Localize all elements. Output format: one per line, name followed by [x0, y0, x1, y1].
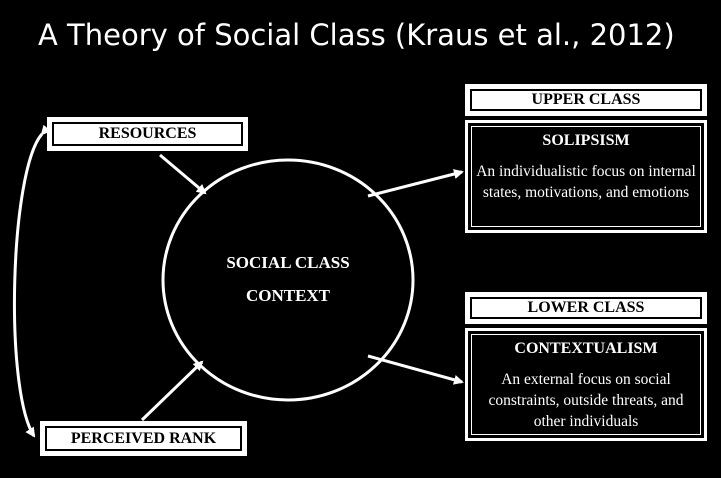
solipsism-heading: SOLIPSISM: [542, 132, 630, 149]
contextualism-box: CONTEXTUALISM An external focus on socia…: [465, 328, 707, 441]
solipsism-description: An individualistic focus on internal sta…: [476, 163, 696, 201]
upper-class-box-frame: [470, 89, 702, 111]
perceived-rank-box: PERCEIVED RANK: [40, 421, 247, 456]
arrow-perceived-rank-to-context: [140, 360, 204, 422]
lower-class-box-frame: [470, 297, 702, 319]
resources-box: RESOURCES: [47, 117, 248, 151]
lower-class-label: LOWER CLASS: [527, 299, 645, 316]
slide-title: A Theory of Social Class (Kraus et al., …: [38, 18, 675, 52]
lower-class-box: LOWER CLASS: [465, 292, 707, 324]
upper-class-label: UPPER CLASS: [531, 91, 641, 108]
contextualism-description: An external focus on social constraints,…: [488, 371, 684, 430]
social-class-context-circle: [161, 158, 415, 402]
upper-class-box: UPPER CLASS: [465, 84, 707, 116]
arrow-context-to-upper-class: [367, 169, 464, 198]
solipsism-box: SOLIPSISM An individualistic focus on in…: [465, 120, 707, 233]
arrow-resources-to-context: [159, 153, 207, 195]
center-label-line2: CONTEXT: [245, 286, 331, 305]
center-label-line1: SOCIAL CLASS: [226, 253, 350, 272]
arrow-context-to-lower-class: [367, 354, 464, 385]
resources-label: RESOURCES: [98, 125, 197, 142]
contextualism-heading: CONTEXTUALISM: [514, 340, 658, 357]
perceived-rank-box-frame: [45, 426, 242, 451]
perceived-rank-label: PERCEIVED RANK: [70, 429, 217, 447]
arrow-resources-perceived-rank-link: [12, 124, 52, 438]
resources-box-frame: [52, 122, 243, 146]
